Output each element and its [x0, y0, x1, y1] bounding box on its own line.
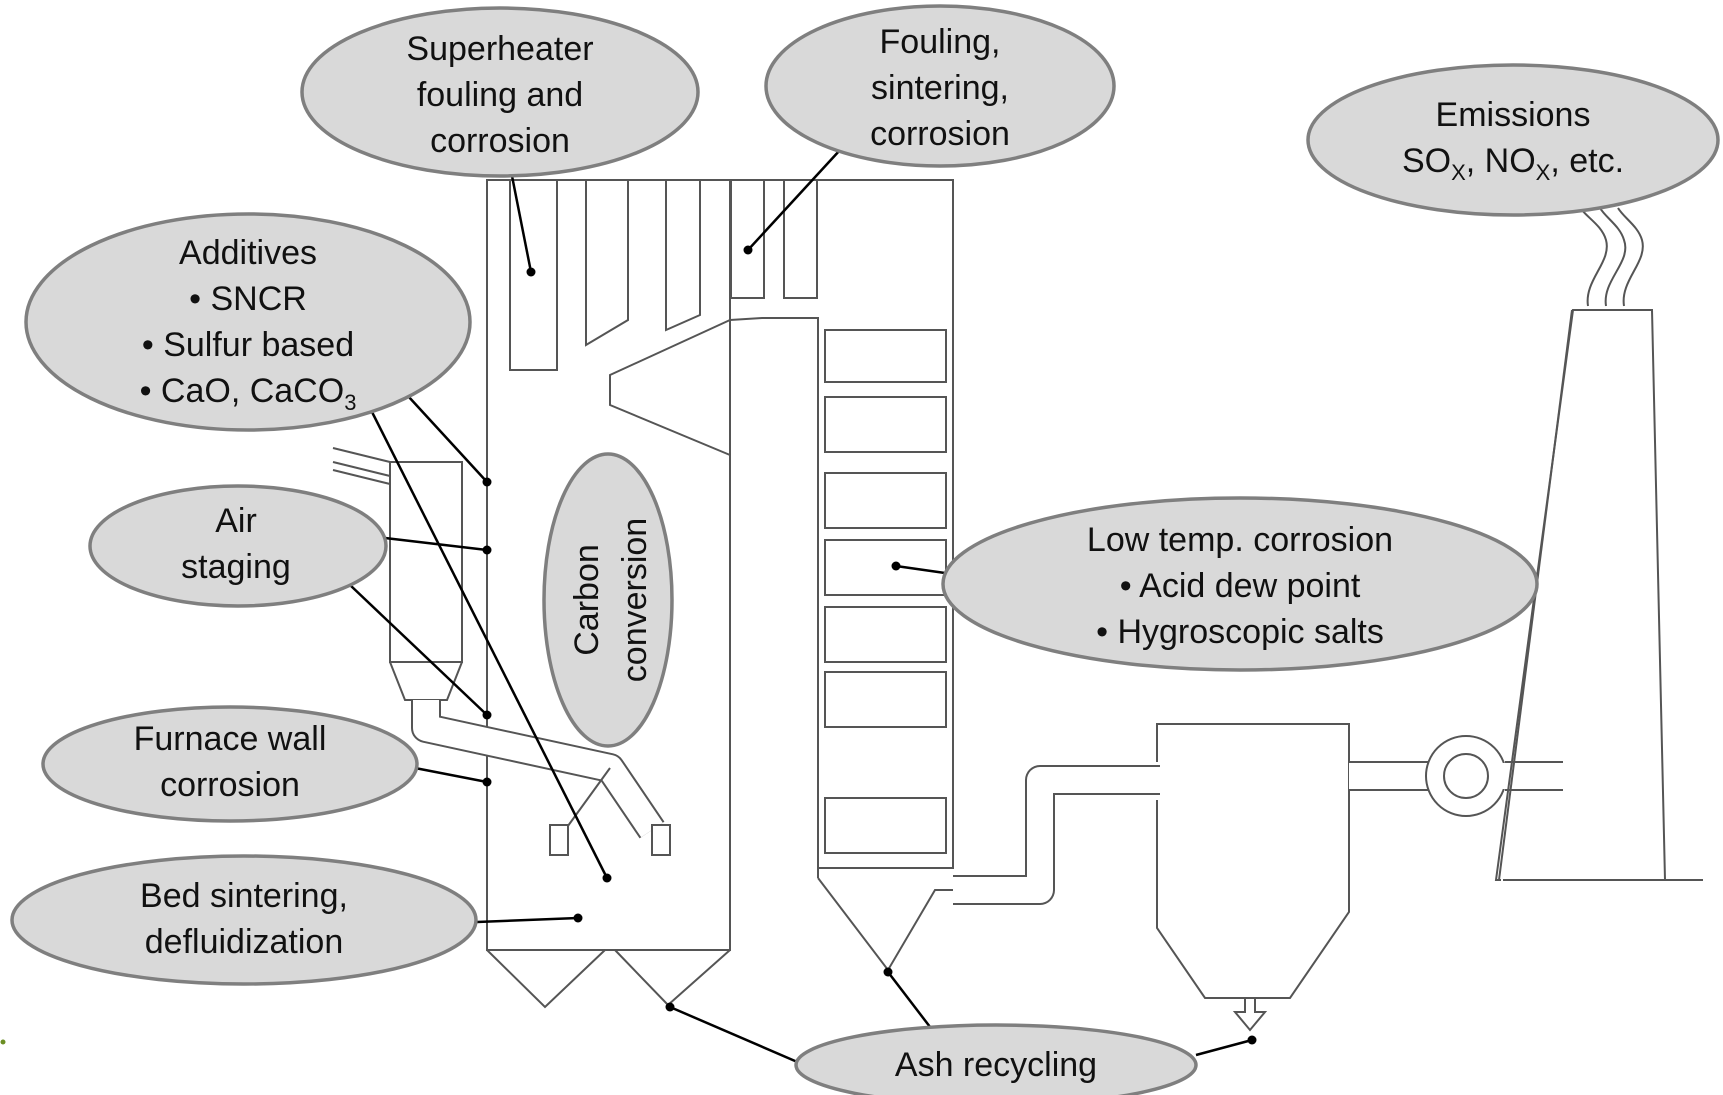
bed-sintering-line1: Bed sintering,	[140, 877, 348, 915]
label-additives: Additives • SNCR • Sulfur based • CaO, C…	[24, 212, 472, 432]
additives-item-sulfur: • Sulfur based	[142, 326, 354, 364]
furnace-nose	[609, 319, 731, 456]
label-fouling-sintering: Fouling, sintering, corrosion	[764, 4, 1116, 168]
label-emissions: Emissions SOX, NOX, etc.	[1306, 63, 1720, 217]
particulate-filter	[1156, 723, 1350, 1032]
convection-pass-shell	[730, 179, 954, 869]
fouling-line2: sintering,	[871, 69, 1009, 107]
emissions-species: SOX, NOX, etc.	[1402, 142, 1624, 185]
furnace-shell	[486, 179, 731, 951]
economizer-banks	[824, 329, 947, 854]
label-air-staging: Air staging	[88, 484, 388, 608]
boiler-drawing	[332, 179, 1703, 1032]
label-low-temp-corrosion: Low temp. corrosion • Acid dew point • H…	[941, 496, 1539, 672]
furnace-wall-line2: corrosion	[160, 766, 300, 804]
label-carbon-conversion: Carbon conversion	[542, 452, 674, 748]
bed-sintering-line2: defluidization	[145, 923, 343, 961]
convection-hopper	[817, 877, 953, 972]
low-temp-line3: • Hygroscopic salts	[1096, 613, 1384, 651]
additives-title: Additives	[179, 234, 317, 272]
additives-item-sncr: • SNCR	[189, 280, 307, 318]
furnace-hopper-right	[614, 949, 731, 1007]
id-fan	[1425, 735, 1507, 817]
fouling-line1: Fouling,	[880, 23, 1001, 61]
furnace-hopper-left	[486, 949, 606, 1009]
air-staging-line1: Air	[215, 502, 257, 540]
low-temp-line1: Low temp. corrosion	[1087, 521, 1393, 559]
carbon-line2: conversion	[616, 518, 654, 682]
superheater-panels	[509, 179, 818, 371]
flue-gas-duct	[953, 765, 1160, 905]
emissions-title: Emissions	[1436, 96, 1591, 134]
label-bed-sintering: Bed sintering, defluidization	[10, 854, 478, 986]
label-ash-recycling: Ash recycling	[794, 1023, 1198, 1095]
low-temp-line2: • Acid dew point	[1120, 567, 1361, 605]
superheater-line2: fouling and	[417, 76, 583, 114]
additives-item-cao: • CaO, CaCO3	[140, 372, 357, 415]
convection-pass-inner-wall	[729, 317, 819, 878]
fouling-line3: corrosion	[870, 115, 1010, 153]
ash-recycling-text: Ash recycling	[895, 1046, 1097, 1084]
furnace-wall-line1: Furnace wall	[134, 720, 327, 758]
stray-dot	[0, 1039, 6, 1045]
cyclone	[332, 447, 671, 856]
label-superheater-fouling: Superheater fouling and corrosion	[300, 6, 700, 178]
label-furnace-wall: Furnace wall corrosion	[41, 705, 419, 823]
superheater-line3: corrosion	[430, 122, 570, 160]
air-staging-line2: staging	[181, 548, 291, 586]
carbon-line1: Carbon	[568, 544, 606, 656]
superheater-line1: Superheater	[406, 30, 593, 68]
